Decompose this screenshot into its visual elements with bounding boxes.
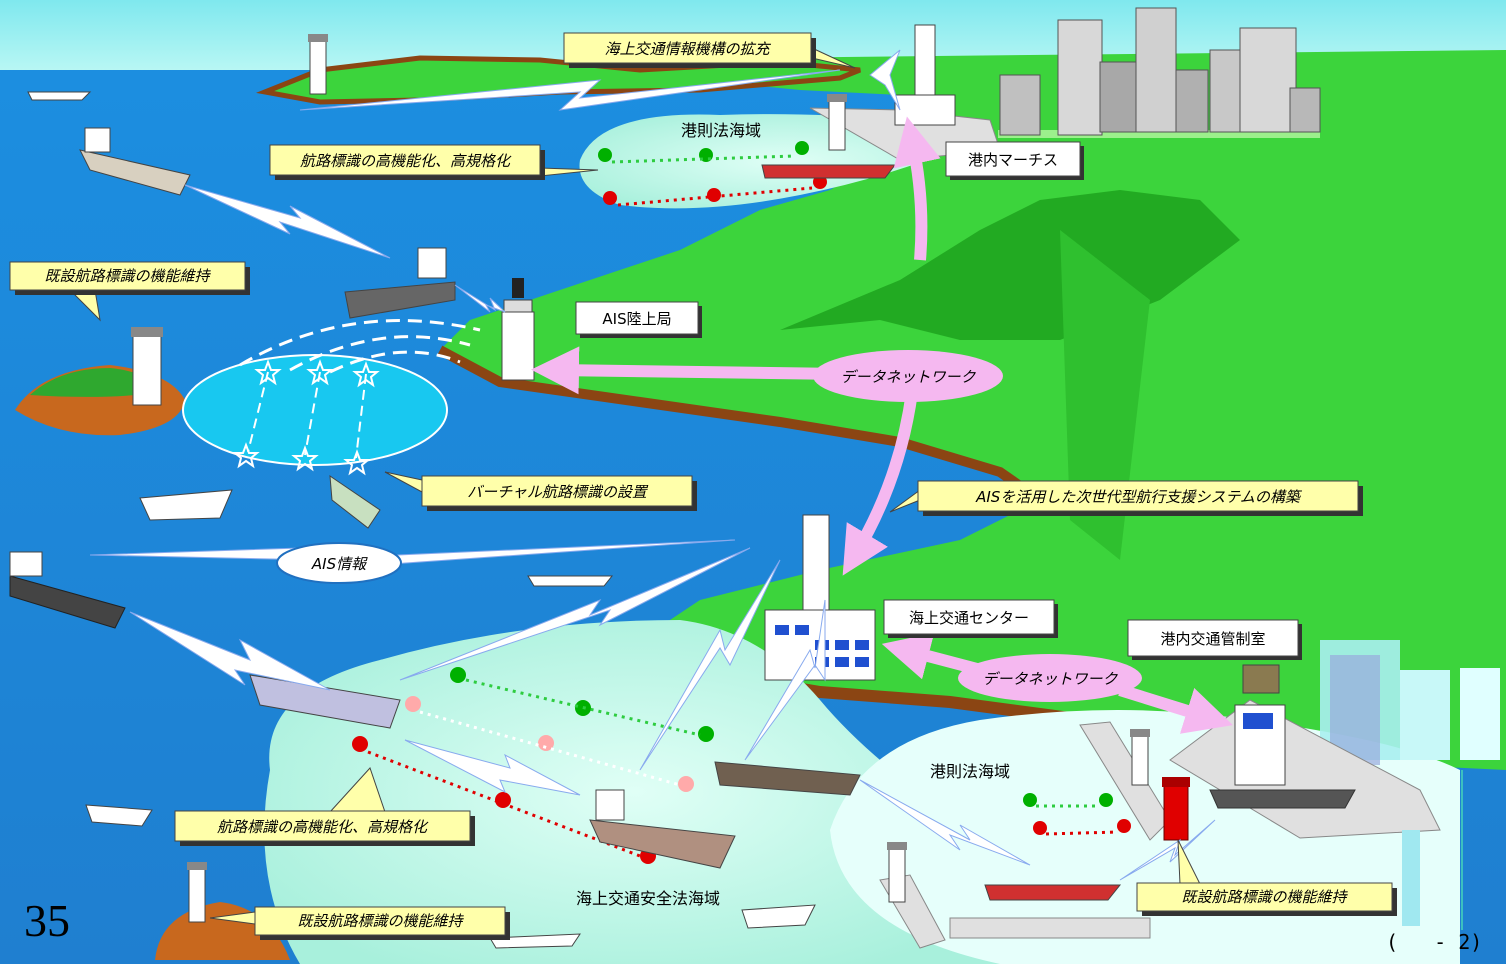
boat-icon bbox=[27, 91, 92, 101]
virtual-aids-zone bbox=[182, 354, 448, 466]
red-buoy-icon bbox=[1117, 819, 1131, 833]
ais-broadcast-rings bbox=[239, 319, 481, 374]
boat-icon bbox=[329, 474, 381, 529]
callout-virtual-aids: バーチャル航路標識の設置 bbox=[384, 471, 697, 511]
callout-existing-aids-bottom-text: 既設航路標識の機能維持 bbox=[297, 912, 464, 930]
ship-icon bbox=[714, 761, 861, 796]
label-port-traffic-control: 港内交通管制室 bbox=[1127, 619, 1302, 660]
callout-virtual-aids-text: バーチャル航路標識の設置 bbox=[467, 483, 649, 501]
green-buoy-icon bbox=[450, 667, 466, 683]
green-buoy-icon bbox=[598, 148, 612, 162]
boat-icon bbox=[489, 933, 581, 949]
ship-icon bbox=[984, 884, 1122, 901]
virtual-buoy-star-icon bbox=[291, 445, 319, 472]
ships bbox=[9, 91, 1356, 949]
label-port-traffic-control-text: 港内交通管制室 bbox=[1160, 630, 1265, 648]
red-lighthouse-icon bbox=[1162, 777, 1190, 841]
ship-icon bbox=[79, 127, 191, 196]
pink-buoy-icon bbox=[678, 776, 694, 792]
callout-existing-aids-right: 既設航路標識の機能維持 bbox=[1136, 839, 1397, 916]
label-maritime-traffic-center-text: 海上交通センター bbox=[909, 609, 1029, 627]
shallow-area-bottom bbox=[264, 620, 1005, 964]
mainland bbox=[440, 50, 1506, 770]
pink-buoy-icon bbox=[405, 696, 421, 712]
red-buoy-icon bbox=[1033, 821, 1047, 835]
virtual-buoy-star-icon bbox=[232, 442, 260, 469]
hill-shadow bbox=[1060, 230, 1150, 560]
lighthouse-icon bbox=[187, 862, 207, 923]
callout-existing-aids-left: 既設航路標識の機能維持 bbox=[9, 261, 250, 322]
callout-ais-next-gen: AISを活用した次世代型航行支援システムの構築 bbox=[889, 480, 1363, 516]
page-number: 35 bbox=[24, 895, 70, 946]
radio-links bbox=[89, 49, 1216, 881]
boat-icon bbox=[139, 489, 233, 521]
pier-post bbox=[1402, 830, 1420, 926]
label-ais-land-station-text: AIS陸上局 bbox=[602, 310, 671, 328]
ais-info-label: AIS情報 bbox=[311, 555, 368, 573]
data-network-oval-2 bbox=[958, 654, 1142, 702]
ship-icon bbox=[1209, 789, 1356, 809]
callout-existing-aids-right-text: 既設航路標識の機能維持 bbox=[1181, 888, 1348, 906]
callout-maritime-info-org-text: 海上交通情報機構の拡充 bbox=[604, 40, 771, 58]
virtual-buoy-star-icon bbox=[306, 359, 334, 386]
boat-icon bbox=[527, 575, 614, 587]
callout-existing-aids-bottom: 既設航路標識の機能維持 bbox=[209, 906, 510, 940]
red-buoy-icon bbox=[352, 736, 368, 752]
red-buoy-icon bbox=[707, 188, 721, 202]
data-network-label-1: データネットワーク bbox=[840, 368, 976, 386]
green-buoy-icon bbox=[1023, 793, 1037, 807]
green-buoy-icon bbox=[1099, 793, 1113, 807]
callout-aids-upgrade-bottom-text: 航路標識の高機能化、高規格化 bbox=[217, 818, 429, 836]
label-port-martis: 港内マーチス bbox=[945, 141, 1084, 180]
ship-icon bbox=[9, 551, 126, 629]
callout-aids-upgrade-top-text: 航路標識の高機能化、高規格化 bbox=[300, 152, 512, 170]
red-buoy-icon bbox=[603, 191, 617, 205]
data-network-label-2: データネットワーク bbox=[982, 670, 1118, 688]
area-port-law-bottom: 港則法海域 bbox=[930, 762, 1010, 781]
label-maritime-traffic-center: 海上交通センター bbox=[883, 599, 1058, 638]
lighthouse-icon bbox=[887, 842, 907, 903]
label-ais-land-station: AIS陸上局 bbox=[575, 301, 702, 338]
boat-icon bbox=[741, 904, 816, 929]
page-code: ( - 2) bbox=[1386, 930, 1483, 954]
data-network-oval-1 bbox=[813, 350, 1003, 402]
lighthouse-icon bbox=[131, 327, 163, 406]
left-island-top bbox=[30, 368, 160, 397]
area-maritime-safety-law: 海上交通安全法海域 bbox=[576, 889, 720, 908]
callout-aids-upgrade-bottom: 航路標識の高機能化、高規格化 bbox=[174, 767, 475, 846]
lighthouse-icon bbox=[308, 34, 328, 95]
lighthouse-icon bbox=[827, 94, 847, 151]
label-port-martis-text: 港内マーチス bbox=[968, 151, 1058, 169]
coastline bbox=[437, 345, 1043, 505]
callout-ais-next-gen-text: AISを活用した次世代型航行支援システムの構築 bbox=[975, 488, 1303, 506]
virtual-buoy-star-icon bbox=[352, 361, 380, 388]
virtual-buoy-star-icon bbox=[343, 449, 371, 476]
callout-maritime-info-org: 海上交通情報機構の拡充 bbox=[563, 32, 856, 69]
red-buoy-icon bbox=[495, 792, 511, 808]
green-buoy-icon bbox=[795, 141, 809, 155]
ais-info-oval bbox=[276, 542, 402, 584]
ais-station-tower-icon bbox=[501, 278, 535, 381]
port-control-building-icon bbox=[1234, 664, 1286, 786]
area-port-law-top: 港則法海域 bbox=[681, 121, 761, 140]
callout-aids-upgrade-top: 航路標識の高機能化、高規格化 bbox=[269, 144, 599, 180]
lighthouse-icon bbox=[1130, 729, 1150, 786]
virtual-buoy-lines bbox=[247, 371, 367, 459]
city-skyline-top bbox=[998, 7, 1321, 138]
callout-existing-aids-left-text: 既設航路標識の機能維持 bbox=[44, 267, 211, 285]
ship-icon bbox=[589, 789, 736, 869]
ship-icon bbox=[761, 164, 897, 179]
pink-buoy-icon bbox=[538, 735, 554, 751]
channel-lines bbox=[367, 154, 1119, 858]
green-buoy-icon bbox=[698, 726, 714, 742]
virtual-buoy-star-icon bbox=[254, 359, 282, 386]
boat-icon bbox=[85, 804, 153, 827]
ship-icon bbox=[249, 674, 401, 729]
virtual-buoy-stars bbox=[232, 359, 380, 476]
ship-icon bbox=[344, 247, 456, 319]
